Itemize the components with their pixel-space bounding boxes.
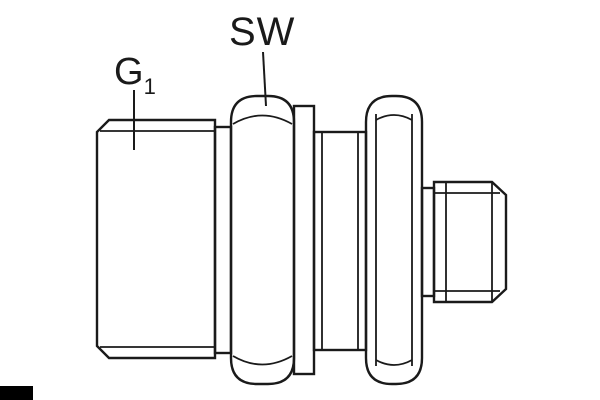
thread-size-label: G1 xyxy=(114,51,156,99)
right-thread-stud-outline xyxy=(432,180,508,304)
wrench-size-label-text: SW xyxy=(229,10,295,54)
wrench-size-label: SW xyxy=(229,10,295,54)
thread-size-label-subscript: 1 xyxy=(144,74,156,99)
hex-nut-bottom-chamfer-arc xyxy=(232,355,293,366)
thread-size-label-main: G xyxy=(114,51,144,93)
locknut-bottom-chamfer-arc xyxy=(375,359,413,366)
hex-nut-top-chamfer-arc xyxy=(232,114,293,125)
neck-left xyxy=(213,125,233,355)
corner-marker xyxy=(0,386,33,400)
hex-nut-outline xyxy=(229,94,296,386)
neck-right xyxy=(420,186,436,298)
locknut-top-chamfer-arc xyxy=(375,114,413,121)
locknut-outline xyxy=(364,94,424,386)
washer-ring xyxy=(292,104,316,376)
left-thread-body-outline xyxy=(95,118,217,360)
leader-line-sw xyxy=(262,51,267,107)
